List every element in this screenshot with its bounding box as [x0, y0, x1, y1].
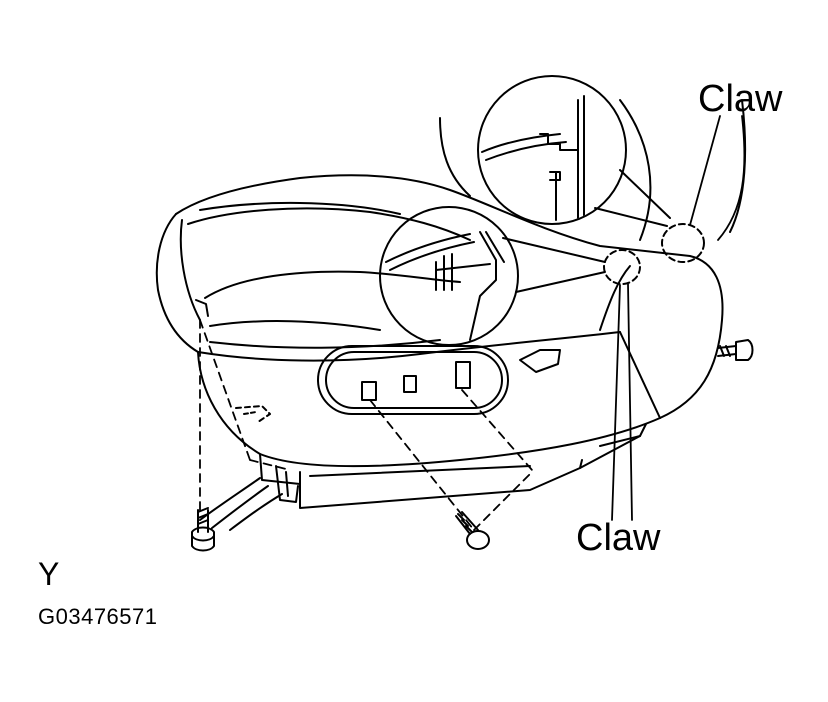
- claw-label-top: Claw: [698, 78, 783, 120]
- power-seat-switch-panel: [318, 346, 560, 414]
- claw-leaders: [612, 116, 744, 520]
- claw-location-markers: [604, 224, 704, 284]
- switch-knob-2: [404, 376, 416, 392]
- screw-icon: [456, 512, 489, 549]
- claw-detail-lower-icon: [380, 207, 605, 345]
- recline-knob: [520, 350, 560, 372]
- view-letter: Y: [38, 556, 60, 592]
- claw-detail-icon: [478, 76, 670, 226]
- switch-knob-1: [362, 382, 376, 400]
- switch-knob-3: [456, 362, 470, 388]
- claw-label-bottom: Claw: [576, 517, 661, 559]
- bolt-icon: [192, 508, 214, 551]
- figure-id: G03476571: [38, 604, 158, 629]
- seat-cushion: [157, 100, 745, 530]
- fastener-guides: [200, 320, 532, 530]
- bolt-right-icon: [718, 340, 753, 360]
